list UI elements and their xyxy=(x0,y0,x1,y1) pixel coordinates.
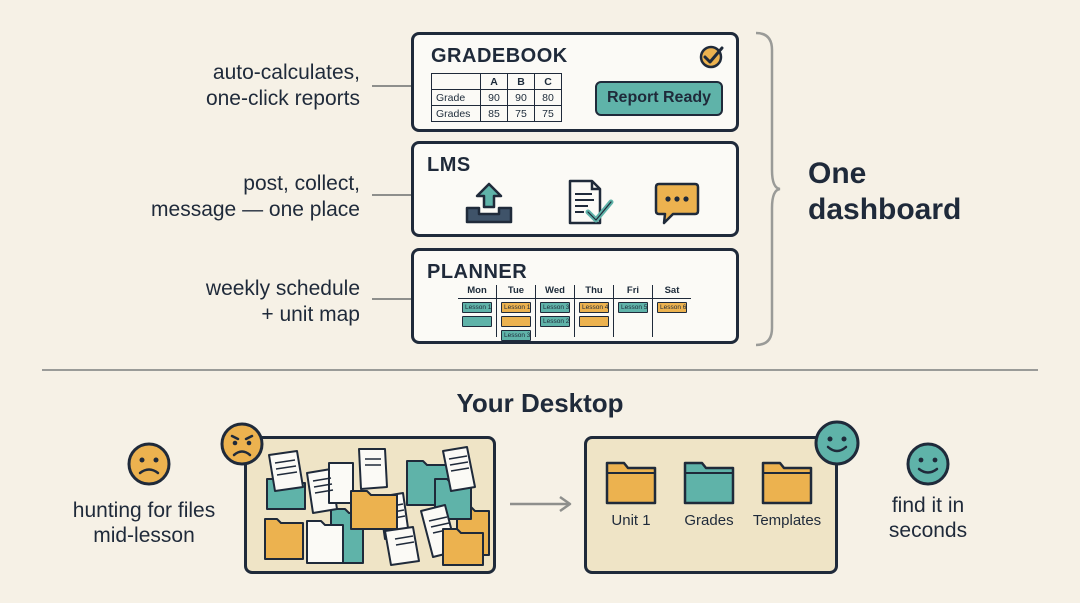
lesson-chip[interactable] xyxy=(462,316,492,327)
lesson-chip[interactable]: Lesson 3 xyxy=(540,302,570,313)
folder-unit1-icon[interactable] xyxy=(604,459,658,512)
grades-table-cell: 80 xyxy=(534,89,562,106)
chat-bubble-icon[interactable] xyxy=(653,181,701,232)
gradebook-note-line1: auto-calculates, xyxy=(212,61,360,84)
grades-table-column-header: A xyxy=(480,73,508,90)
planner-title: PLANNER xyxy=(427,261,528,283)
calendar-day-header: Tue xyxy=(497,285,535,299)
sad-face-icon xyxy=(125,440,173,493)
calendar-day-header: Sat xyxy=(653,285,691,299)
calendar-day-header: Mon xyxy=(458,285,496,299)
before-caption-line2: mid-lesson xyxy=(93,524,195,547)
one-dashboard-line1: One xyxy=(808,157,867,190)
grouping-bracket xyxy=(752,30,782,353)
folder-label-grades[interactable]: Grades xyxy=(684,512,734,529)
frustrated-face-icon xyxy=(218,420,266,473)
arrow-right-icon xyxy=(508,494,574,519)
gradebook-note: auto-calculates, one-click reports xyxy=(100,60,360,112)
calendar-day-header: Thu xyxy=(575,285,613,299)
grades-table-row-label: Grades xyxy=(431,105,481,122)
grades-table-cell: 85 xyxy=(480,105,508,122)
gradebook-note-line2: one-click reports xyxy=(205,87,360,110)
lesson-chip[interactable]: Lesson 1 xyxy=(462,302,492,313)
planner-note: weekly schedule + unit map xyxy=(100,276,360,328)
lms-note: post, collect, message — one place xyxy=(100,171,360,223)
before-caption: hunting for files mid-lesson xyxy=(40,498,248,548)
report-ready-button[interactable]: Report Ready xyxy=(595,81,723,116)
grades-table-cell: 90 xyxy=(507,89,535,106)
before-caption-line1: hunting for files xyxy=(72,499,216,522)
folder-label-templates[interactable]: Templates xyxy=(752,512,822,529)
lesson-chip[interactable]: Lesson 1 xyxy=(501,302,531,313)
grades-table-cell: 75 xyxy=(534,105,562,122)
gradebook-title: GRADEBOOK xyxy=(431,45,568,67)
planner-note-line1: weekly schedule xyxy=(205,277,360,300)
after-caption-line2: seconds xyxy=(888,519,968,542)
after-caption: find it in seconds xyxy=(840,493,1016,543)
gradebook-connector xyxy=(372,85,412,87)
lms-title: LMS xyxy=(427,154,471,176)
calendar-day-header: Wed xyxy=(536,285,574,299)
lms-note-line2: message — one place xyxy=(151,198,360,221)
desktop-title: Your Desktop xyxy=(456,388,624,418)
happy-face-badge-icon xyxy=(812,418,862,473)
grades-table-cell: 75 xyxy=(507,105,535,122)
one-dashboard-title: One dashboard xyxy=(808,156,961,228)
one-dashboard-line2: dashboard xyxy=(808,193,962,226)
grades-table-row-label: Grade xyxy=(431,89,481,106)
lms-connector xyxy=(372,194,412,196)
lesson-chip[interactable]: Lesson 2 xyxy=(540,316,570,327)
planner-note-line2: + unit map xyxy=(261,303,360,326)
grades-table-cell: 90 xyxy=(480,89,508,106)
calendar-day-header: Fri xyxy=(614,285,652,299)
grades-table-column-header: C xyxy=(534,73,562,90)
happy-face-icon xyxy=(904,440,952,493)
grades-table-column-header: B xyxy=(507,73,535,90)
section-divider xyxy=(42,369,1038,371)
upload-tray-icon[interactable] xyxy=(463,180,515,231)
check-circle-icon xyxy=(697,43,725,76)
messy-desktop[interactable] xyxy=(244,436,496,574)
lesson-chip[interactable]: Lesson 4 xyxy=(579,302,609,313)
lesson-chip[interactable] xyxy=(579,316,609,327)
folder-label-unit1[interactable]: Unit 1 xyxy=(611,512,651,529)
lms-panel[interactable]: LMS xyxy=(411,141,739,237)
planner-connector xyxy=(372,298,412,300)
document-check-icon[interactable] xyxy=(566,178,614,233)
after-caption-line1: find it in xyxy=(891,494,965,517)
organized-desktop[interactable]: Unit 1 Grades Templates xyxy=(584,436,838,574)
folder-templates-icon[interactable] xyxy=(760,459,814,512)
lesson-chip[interactable]: Lesson 3 xyxy=(501,330,531,341)
lesson-chip[interactable] xyxy=(501,316,531,327)
folder-grades-icon[interactable] xyxy=(682,459,736,512)
lesson-chip[interactable]: Lesson 5 xyxy=(618,302,648,313)
grades-table-corner xyxy=(431,73,481,90)
lms-note-line1: post, collect, xyxy=(243,172,360,195)
lesson-chip[interactable]: Lesson 6 xyxy=(657,302,687,313)
